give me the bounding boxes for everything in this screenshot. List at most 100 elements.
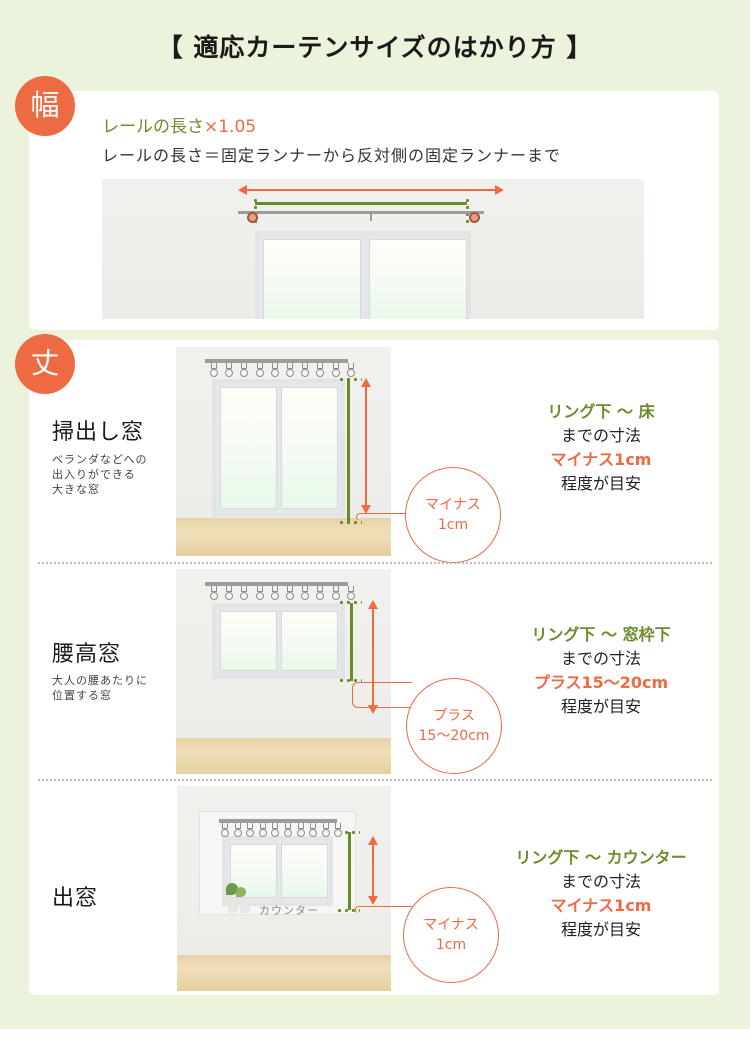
curtain-ring-icon xyxy=(286,592,294,600)
measurement-guide: リング下 ～ 窓枠下 までの寸法 プラス15～20cm 程度が目安 xyxy=(531,625,671,716)
width-illustration xyxy=(102,179,644,319)
section-divider xyxy=(37,562,713,564)
ring-hook-icon xyxy=(285,823,291,829)
ring-hook-icon xyxy=(310,823,317,829)
height-arrow-icon xyxy=(368,600,378,714)
callout-leader xyxy=(355,906,412,913)
window-pane-left xyxy=(263,239,361,319)
curtain-ring-icon xyxy=(316,592,325,600)
ring-hook-icon xyxy=(287,363,293,369)
window-type-name: 掃出し窓 xyxy=(52,420,145,445)
curtain-ring-icon xyxy=(225,369,234,377)
curtain-ring-icon xyxy=(225,592,234,600)
rail-length-line xyxy=(255,202,467,205)
window-pane-left xyxy=(220,387,277,509)
callout-bubble: マイナス 1cm xyxy=(405,467,501,563)
ring-hook-icon xyxy=(211,363,217,369)
ring-hook-icon xyxy=(347,586,354,592)
ring-hook-icon xyxy=(332,586,339,592)
curtain-ring-icon xyxy=(233,829,242,837)
ring-hook-icon xyxy=(271,363,278,369)
curtain-ring-icon xyxy=(284,829,292,837)
curtain-ring-icon xyxy=(331,592,340,600)
ring-hook-icon xyxy=(297,823,304,829)
ring-bottom-marker xyxy=(338,601,362,604)
ring-hook-icon xyxy=(226,363,233,369)
window-pane-left xyxy=(220,611,277,671)
curtain-ring-icon xyxy=(301,592,310,600)
sweep-window-illustration xyxy=(176,347,391,556)
curtain-ring-icon xyxy=(296,829,305,837)
curtain-ring-icon xyxy=(334,829,343,837)
ring-hook-icon xyxy=(226,586,233,592)
left-endcap-icon xyxy=(247,212,258,223)
window-frame xyxy=(212,379,345,517)
ring-hook-icon xyxy=(347,363,354,369)
ring-hook-icon xyxy=(256,363,263,369)
right-endcap-icon xyxy=(469,212,480,223)
ring-hook-icon xyxy=(247,823,254,829)
curtain-ring-icon xyxy=(255,592,264,600)
height-arrow-icon xyxy=(368,836,378,905)
ring-hook-icon xyxy=(241,363,248,369)
curtain-ring-icon xyxy=(321,829,330,837)
curtain-ring-icon xyxy=(255,369,264,377)
curtain-ring-icon xyxy=(240,369,249,377)
ring-hook-icon xyxy=(302,363,309,369)
window-type-description: ベランダなどへの 出入りができる 大きな窓 xyxy=(52,453,148,496)
curtain-ring-icon xyxy=(258,829,267,837)
height-badge: 丈 xyxy=(15,334,75,394)
measure-line xyxy=(350,603,353,681)
counter-label: カウンター xyxy=(259,904,319,917)
counter-marker xyxy=(336,909,360,912)
waist-window-illustration xyxy=(176,569,391,774)
measurement-guide: リング下 ～ 床 までの寸法 マイナス1cm 程度が目安 xyxy=(547,402,655,493)
width-formula-main: レールの長さ xyxy=(102,117,204,137)
curtain-ring-icon xyxy=(210,592,218,600)
measurement-guide: リング下 ～ カウンター までの寸法 マイナス1cm 程度が目安 xyxy=(515,848,687,939)
rail-bracket xyxy=(370,213,372,221)
window-pane-right xyxy=(281,844,328,898)
ring-hook-icon xyxy=(302,586,309,592)
callout-leader xyxy=(352,682,412,708)
curtain-ring-icon xyxy=(270,369,279,377)
callout-bubble: マイナス 1cm xyxy=(403,887,499,983)
ring-hook-icon xyxy=(272,823,279,829)
ring-hook-icon xyxy=(317,586,324,592)
curtain-ring-icon xyxy=(286,369,294,377)
floor xyxy=(176,518,391,556)
window-pane-right xyxy=(281,611,338,671)
plant-icon xyxy=(224,881,252,913)
window-frame xyxy=(212,603,345,679)
ring-hook-icon xyxy=(222,823,228,829)
ring-hook-icon xyxy=(317,363,324,369)
curtain-ring-icon xyxy=(221,829,229,837)
window-type-description: 大人の腰あたりに 位置する窓 xyxy=(52,674,148,702)
curtain-ring-icon xyxy=(301,369,310,377)
curtain-rail xyxy=(205,359,348,363)
curtain-rail xyxy=(205,582,348,586)
ring-hook-icon xyxy=(287,586,293,592)
section-divider xyxy=(37,779,713,781)
window-pane-right xyxy=(281,387,338,509)
curtain-ring-icon xyxy=(331,369,340,377)
curtain-rail xyxy=(219,819,337,823)
ring-hook-icon xyxy=(256,586,263,592)
width-arrow-icon xyxy=(238,185,504,195)
ring-hook-icon xyxy=(211,586,217,592)
ring-hook-icon xyxy=(322,823,329,829)
measure-line xyxy=(347,380,350,522)
window-frame xyxy=(255,231,471,319)
curtain-ring-icon xyxy=(246,829,255,837)
callout-leader xyxy=(356,513,412,521)
floor-marker xyxy=(338,521,362,524)
ring-bottom-marker xyxy=(338,378,362,381)
width-formula-multiplier: ×1.05 xyxy=(204,117,257,137)
floor xyxy=(177,955,391,991)
measure-line xyxy=(348,832,351,910)
ring-hook-icon xyxy=(271,586,278,592)
curtain-ring-icon xyxy=(240,592,249,600)
curtain-ring-icon xyxy=(346,592,355,600)
curtain-ring-icon xyxy=(346,369,355,377)
curtain-rail xyxy=(238,211,484,214)
